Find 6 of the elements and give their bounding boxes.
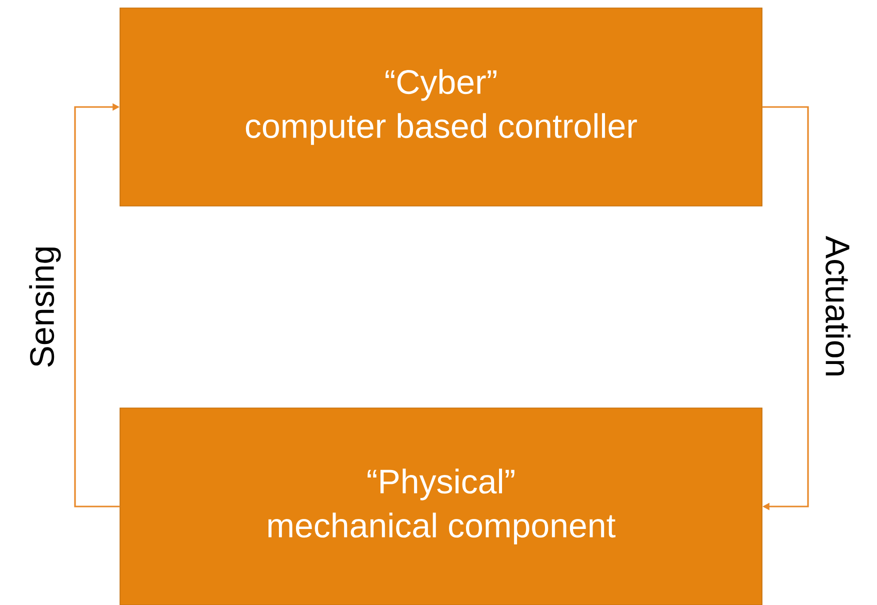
arrow: [762, 106, 809, 510]
process-box: “Cyber” computer based controller: [120, 8, 762, 206]
arrow: [74, 103, 120, 508]
edge-label: Sensing: [29, 248, 61, 367]
edge-label: Actuation: [826, 236, 850, 376]
process-box: “Physical” mechanical component: [120, 408, 762, 605]
